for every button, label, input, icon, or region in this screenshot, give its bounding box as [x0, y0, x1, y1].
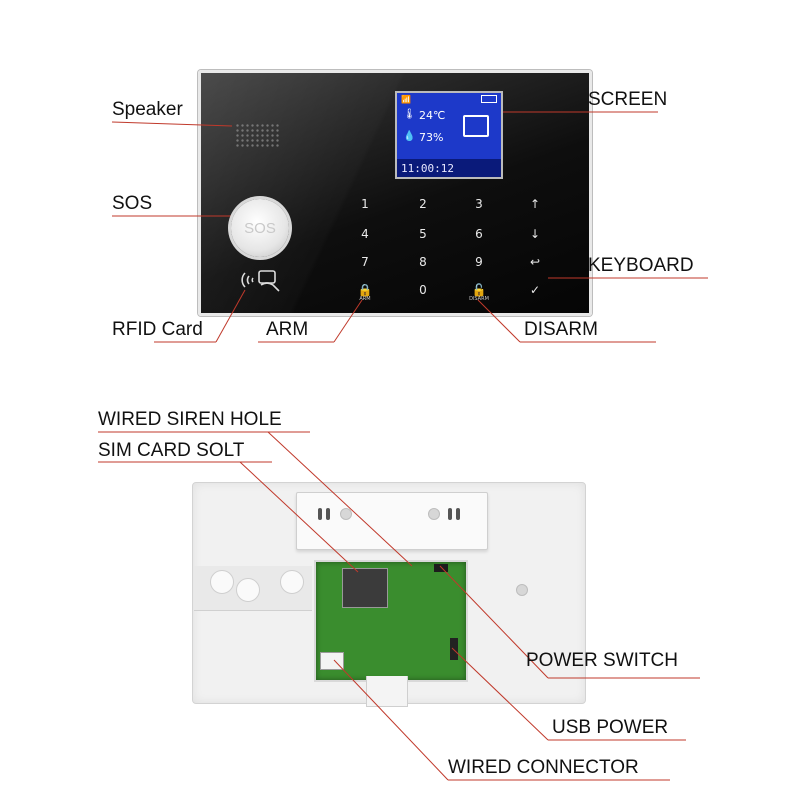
bottom-tab [366, 676, 408, 707]
keypad-key[interactable]: ✓ [529, 283, 541, 297]
label-rfid: RFID Card [112, 319, 203, 340]
keypad-key[interactable]: 9 [475, 255, 483, 269]
mount-knob [236, 578, 260, 602]
lcd-status-bar: 11:00:12 [397, 159, 501, 177]
speaker-grill [235, 123, 279, 149]
temperature-icon: 🌡 [403, 109, 416, 120]
sim-card-slot[interactable] [342, 568, 388, 608]
bracket-slot [448, 508, 452, 520]
lcd-time: 11:00:12 [401, 162, 454, 175]
screw-hole [428, 508, 440, 520]
humidity-icon: 💧 [403, 131, 416, 142]
lock-icon: 🔒 [357, 283, 373, 297]
wifi-icon: 📶 [401, 95, 411, 104]
sos-button[interactable]: SOS [231, 199, 289, 257]
alarm-panel-front: SOS 📶 🌡 24℃ 💧 73% 11:00:12 1 2 3 ↑ 4 5 6 ↓ 7 8 9 ↩ 🔒… [198, 70, 592, 316]
keypad-key[interactable]: ↑ [529, 197, 541, 211]
mount-knob [280, 570, 304, 594]
keypad-key[interactable]: 1 [361, 197, 369, 211]
arm-key-label: ARM [359, 296, 371, 302]
keypad-key[interactable]: ↩ [529, 255, 541, 269]
screw-hole [516, 584, 528, 596]
label-sim-slot: SIM CARD SOLT [98, 440, 245, 461]
keypad-key[interactable]: 6 [475, 227, 483, 241]
circuit-board [314, 560, 468, 682]
keypad-key[interactable]: 7 [361, 255, 369, 269]
label-siren-hole: WIRED SIREN HOLE [98, 409, 282, 430]
usb-power-port[interactable] [450, 638, 458, 660]
keypad-key[interactable]: 3 [475, 197, 483, 211]
bracket-slot [326, 508, 330, 520]
label-sos: SOS [112, 193, 153, 214]
unlock-icon: 🔓 [471, 283, 487, 297]
label-arm: ARM [266, 319, 309, 340]
label-power-switch: POWER SWITCH [526, 650, 678, 671]
power-switch[interactable] [434, 564, 448, 572]
bracket-slot [318, 508, 322, 520]
keypad-key[interactable]: ↓ [529, 227, 541, 241]
lcd-screen: 📶 🌡 24℃ 💧 73% 11:00:12 [395, 91, 503, 179]
unlock-icon [463, 115, 489, 137]
arm-key[interactable]: 🔒ARM [353, 283, 377, 302]
screw-hole [340, 508, 352, 520]
wired-connector[interactable] [320, 652, 344, 670]
keypad-key[interactable]: 2 [419, 197, 427, 211]
bracket-slot [456, 508, 460, 520]
label-usb-power: USB POWER [552, 717, 669, 738]
label-wired-connector: WIRED CONNECTOR [448, 757, 639, 778]
lcd-humidity: 73% [419, 131, 444, 144]
keypad-key[interactable]: 0 [419, 283, 427, 297]
disarm-key[interactable]: 🔓DISARM [467, 283, 491, 302]
label-keyboard: KEYBOARD [588, 255, 694, 276]
rfid-reader-icon [241, 270, 280, 292]
keypad-key[interactable]: 8 [419, 255, 427, 269]
wall-bracket [296, 492, 488, 550]
disarm-key-label: DISARM [469, 296, 489, 302]
label-disarm: DISARM [524, 319, 598, 340]
keypad-key[interactable]: 5 [419, 227, 427, 241]
lcd-temperature: 24℃ [419, 109, 446, 122]
label-screen: SCREEN [588, 89, 668, 110]
keypad-key[interactable]: 4 [361, 227, 369, 241]
battery-icon [481, 95, 497, 103]
mount-knob [210, 570, 234, 594]
label-speaker: Speaker [112, 99, 183, 120]
